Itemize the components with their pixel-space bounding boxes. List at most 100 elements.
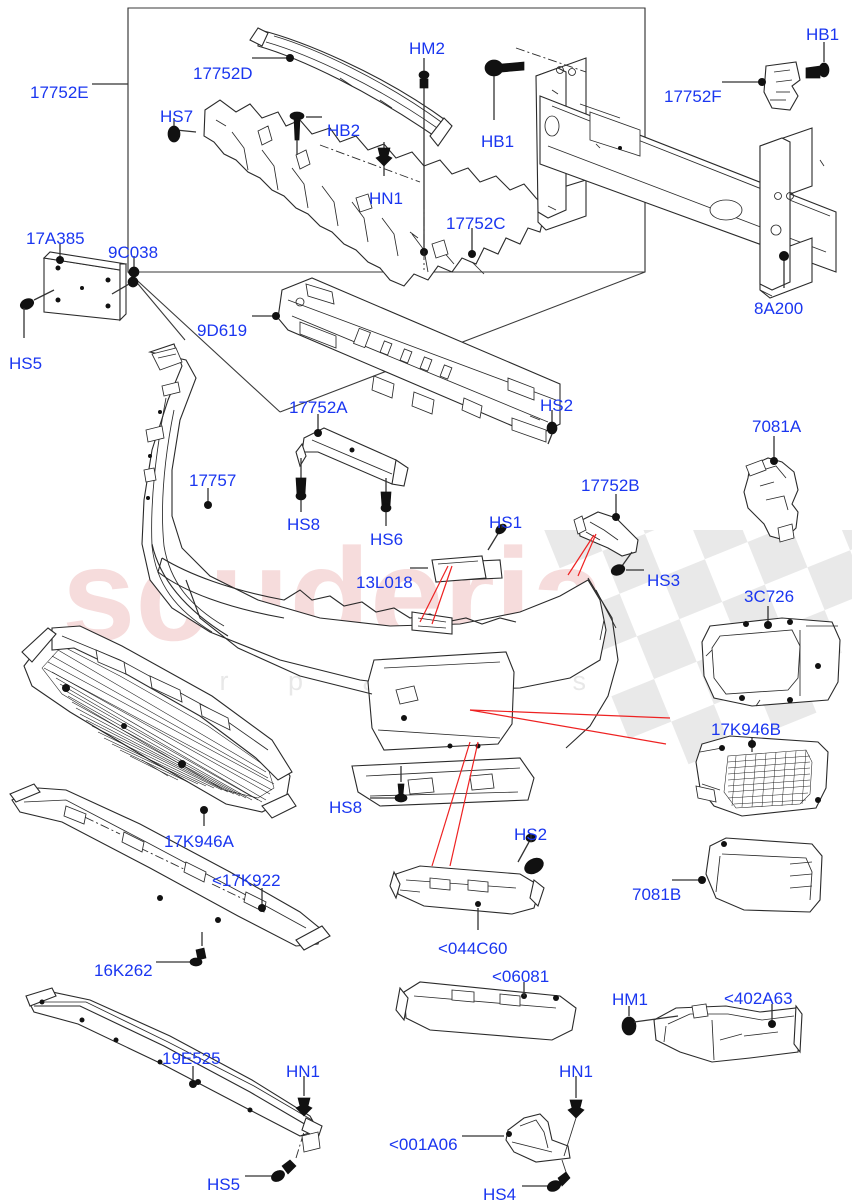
part-17K946A-lower-grille (21, 625, 297, 819)
leader-7081B (672, 876, 706, 884)
leader-17A385 (56, 244, 64, 264)
part-17757-bumper-cover (141, 343, 619, 807)
leader-17752B (612, 494, 620, 521)
part-06081-centre-moulding (395, 981, 577, 1041)
leader-3C726 (764, 606, 772, 629)
fastener-HN1-top (375, 142, 393, 176)
fastener-HS6 (380, 478, 392, 526)
callout-8A200[interactable]: 8A200 (754, 299, 804, 318)
callout-001A06[interactable]: <001A06 (389, 1135, 458, 1154)
callout-HS5-b[interactable]: HS5 (207, 1175, 241, 1194)
part-044C60-valance-trim (389, 865, 545, 915)
fastener-HS7 (167, 118, 197, 143)
callout-HB1-b[interactable]: HB1 (481, 132, 515, 151)
callout-HN1-a[interactable]: HN1 (369, 189, 404, 208)
leader-17757 (204, 488, 212, 509)
fastener-HN1-left (295, 1076, 313, 1117)
leader-17752D (252, 54, 294, 62)
leader-17K922 (258, 888, 266, 912)
fastener-16K262 (156, 932, 207, 967)
fastener-HS3 (610, 551, 644, 576)
callout-17K922[interactable]: <17K922 (212, 871, 281, 890)
callout-17757[interactable]: 17757 (189, 471, 237, 490)
part-13L018-tow-eye-cover (431, 555, 487, 583)
callout-HS6[interactable]: HS6 (370, 530, 404, 549)
part-17A385-plate-bracket (42, 251, 128, 322)
part-402A63-air-duct (653, 1003, 803, 1063)
part-17752A-bracket (295, 427, 409, 487)
callout-17752E[interactable]: 17752E (30, 83, 89, 102)
leader-17K946A (200, 806, 208, 826)
callout-9D619[interactable]: 9D619 (197, 321, 248, 340)
callout-HS1[interactable]: HS1 (489, 513, 523, 532)
leader-8A200 (779, 251, 789, 288)
part-8A200-bumper-beam (515, 47, 837, 299)
fastener-HS5-bottom (245, 1131, 321, 1182)
callout-044C60[interactable]: <044C60 (438, 939, 508, 958)
callout-HS4[interactable]: HS4 (483, 1185, 517, 1200)
callout-HN1-b[interactable]: HN1 (286, 1062, 321, 1081)
callout-HB2[interactable]: HB2 (327, 121, 361, 140)
callout-9C038[interactable]: 9C038 (108, 243, 159, 262)
part-7081B-closing-panel (705, 837, 823, 913)
part-17752F-bracket (763, 61, 801, 111)
fastener-HM1 (621, 1006, 679, 1036)
leader-17K946B (748, 738, 756, 752)
part-17K946B-side-grille (695, 735, 829, 817)
callout-17752B[interactable]: 17752B (581, 476, 640, 495)
leader-17752A (314, 414, 322, 437)
pointer-lines-17752B (567, 533, 597, 577)
fastener-HB2 (289, 111, 322, 155)
callout-06081[interactable]: <06081 (492, 967, 550, 986)
callout-HS2-a[interactable]: HS2 (540, 396, 574, 415)
part-7081A-bracket (743, 457, 799, 543)
callout-HN1-c[interactable]: HN1 (559, 1062, 594, 1081)
pointer-lines-13L018 (419, 565, 453, 625)
callout-17752A[interactable]: 17752A (289, 398, 348, 417)
callout-17K946A[interactable]: 17K946A (164, 832, 234, 851)
callout-17752F[interactable]: 17752F (664, 87, 722, 106)
leader-19E525 (189, 1066, 197, 1088)
callout-HS5-a[interactable]: HS5 (9, 354, 43, 373)
callout-HS8-a[interactable]: HS8 (287, 515, 321, 534)
part-19E525-lower-strip (25, 987, 323, 1139)
callout-402A63[interactable]: <402A63 (724, 989, 793, 1008)
leader-17752F (722, 78, 766, 86)
fastener-HB1-left (484, 59, 525, 120)
callout-16K262[interactable]: 16K262 (94, 961, 153, 980)
callout-7081A[interactable]: 7081A (752, 417, 802, 436)
callout-HS2-b[interactable]: HS2 (514, 825, 548, 844)
callout-HM1[interactable]: HM1 (612, 990, 648, 1009)
part-17752C-energy-absorber (203, 99, 547, 287)
part-3C726-lamp-bezel (701, 617, 841, 707)
callout-HM2[interactable]: HM2 (409, 39, 445, 58)
callout-3C726[interactable]: 3C726 (744, 587, 795, 606)
alignment-dash-line (319, 144, 421, 183)
pointer-lines-bumper-right (469, 709, 671, 745)
callout-HS7[interactable]: HS7 (160, 107, 194, 126)
fastener-9C038 (111, 256, 140, 295)
fastener-HS5-top (19, 289, 55, 338)
callout-17752D[interactable]: 17752D (193, 64, 253, 83)
pointer-lines-044C60 (431, 741, 479, 867)
callout-7081B[interactable]: 7081B (632, 885, 682, 904)
callout-17A385[interactable]: 17A385 (26, 229, 85, 248)
fastener-HS1 (487, 523, 507, 551)
callout-17752C[interactable]: 17752C (446, 214, 506, 233)
callout-HB1-a[interactable]: HB1 (806, 25, 840, 44)
callout-HS3[interactable]: HS3 (647, 571, 681, 590)
callout-13L018[interactable]: 13L018 (356, 573, 413, 592)
fastener-HB1-right (805, 42, 830, 79)
fastener-HS4 (522, 1159, 571, 1192)
callout-19E525[interactable]: 19E525 (162, 1049, 221, 1068)
leader-17752C (468, 228, 476, 258)
part-001A06-bracket (505, 1113, 571, 1163)
callout-17K946B[interactable]: 17K946B (711, 720, 781, 739)
leader-9D619 (252, 312, 280, 320)
fastener-HS2-upper (546, 410, 558, 445)
leader-7081A (770, 436, 778, 465)
callout-HS8-b[interactable]: HS8 (329, 798, 363, 817)
fastener-HS8-lower (370, 766, 408, 803)
